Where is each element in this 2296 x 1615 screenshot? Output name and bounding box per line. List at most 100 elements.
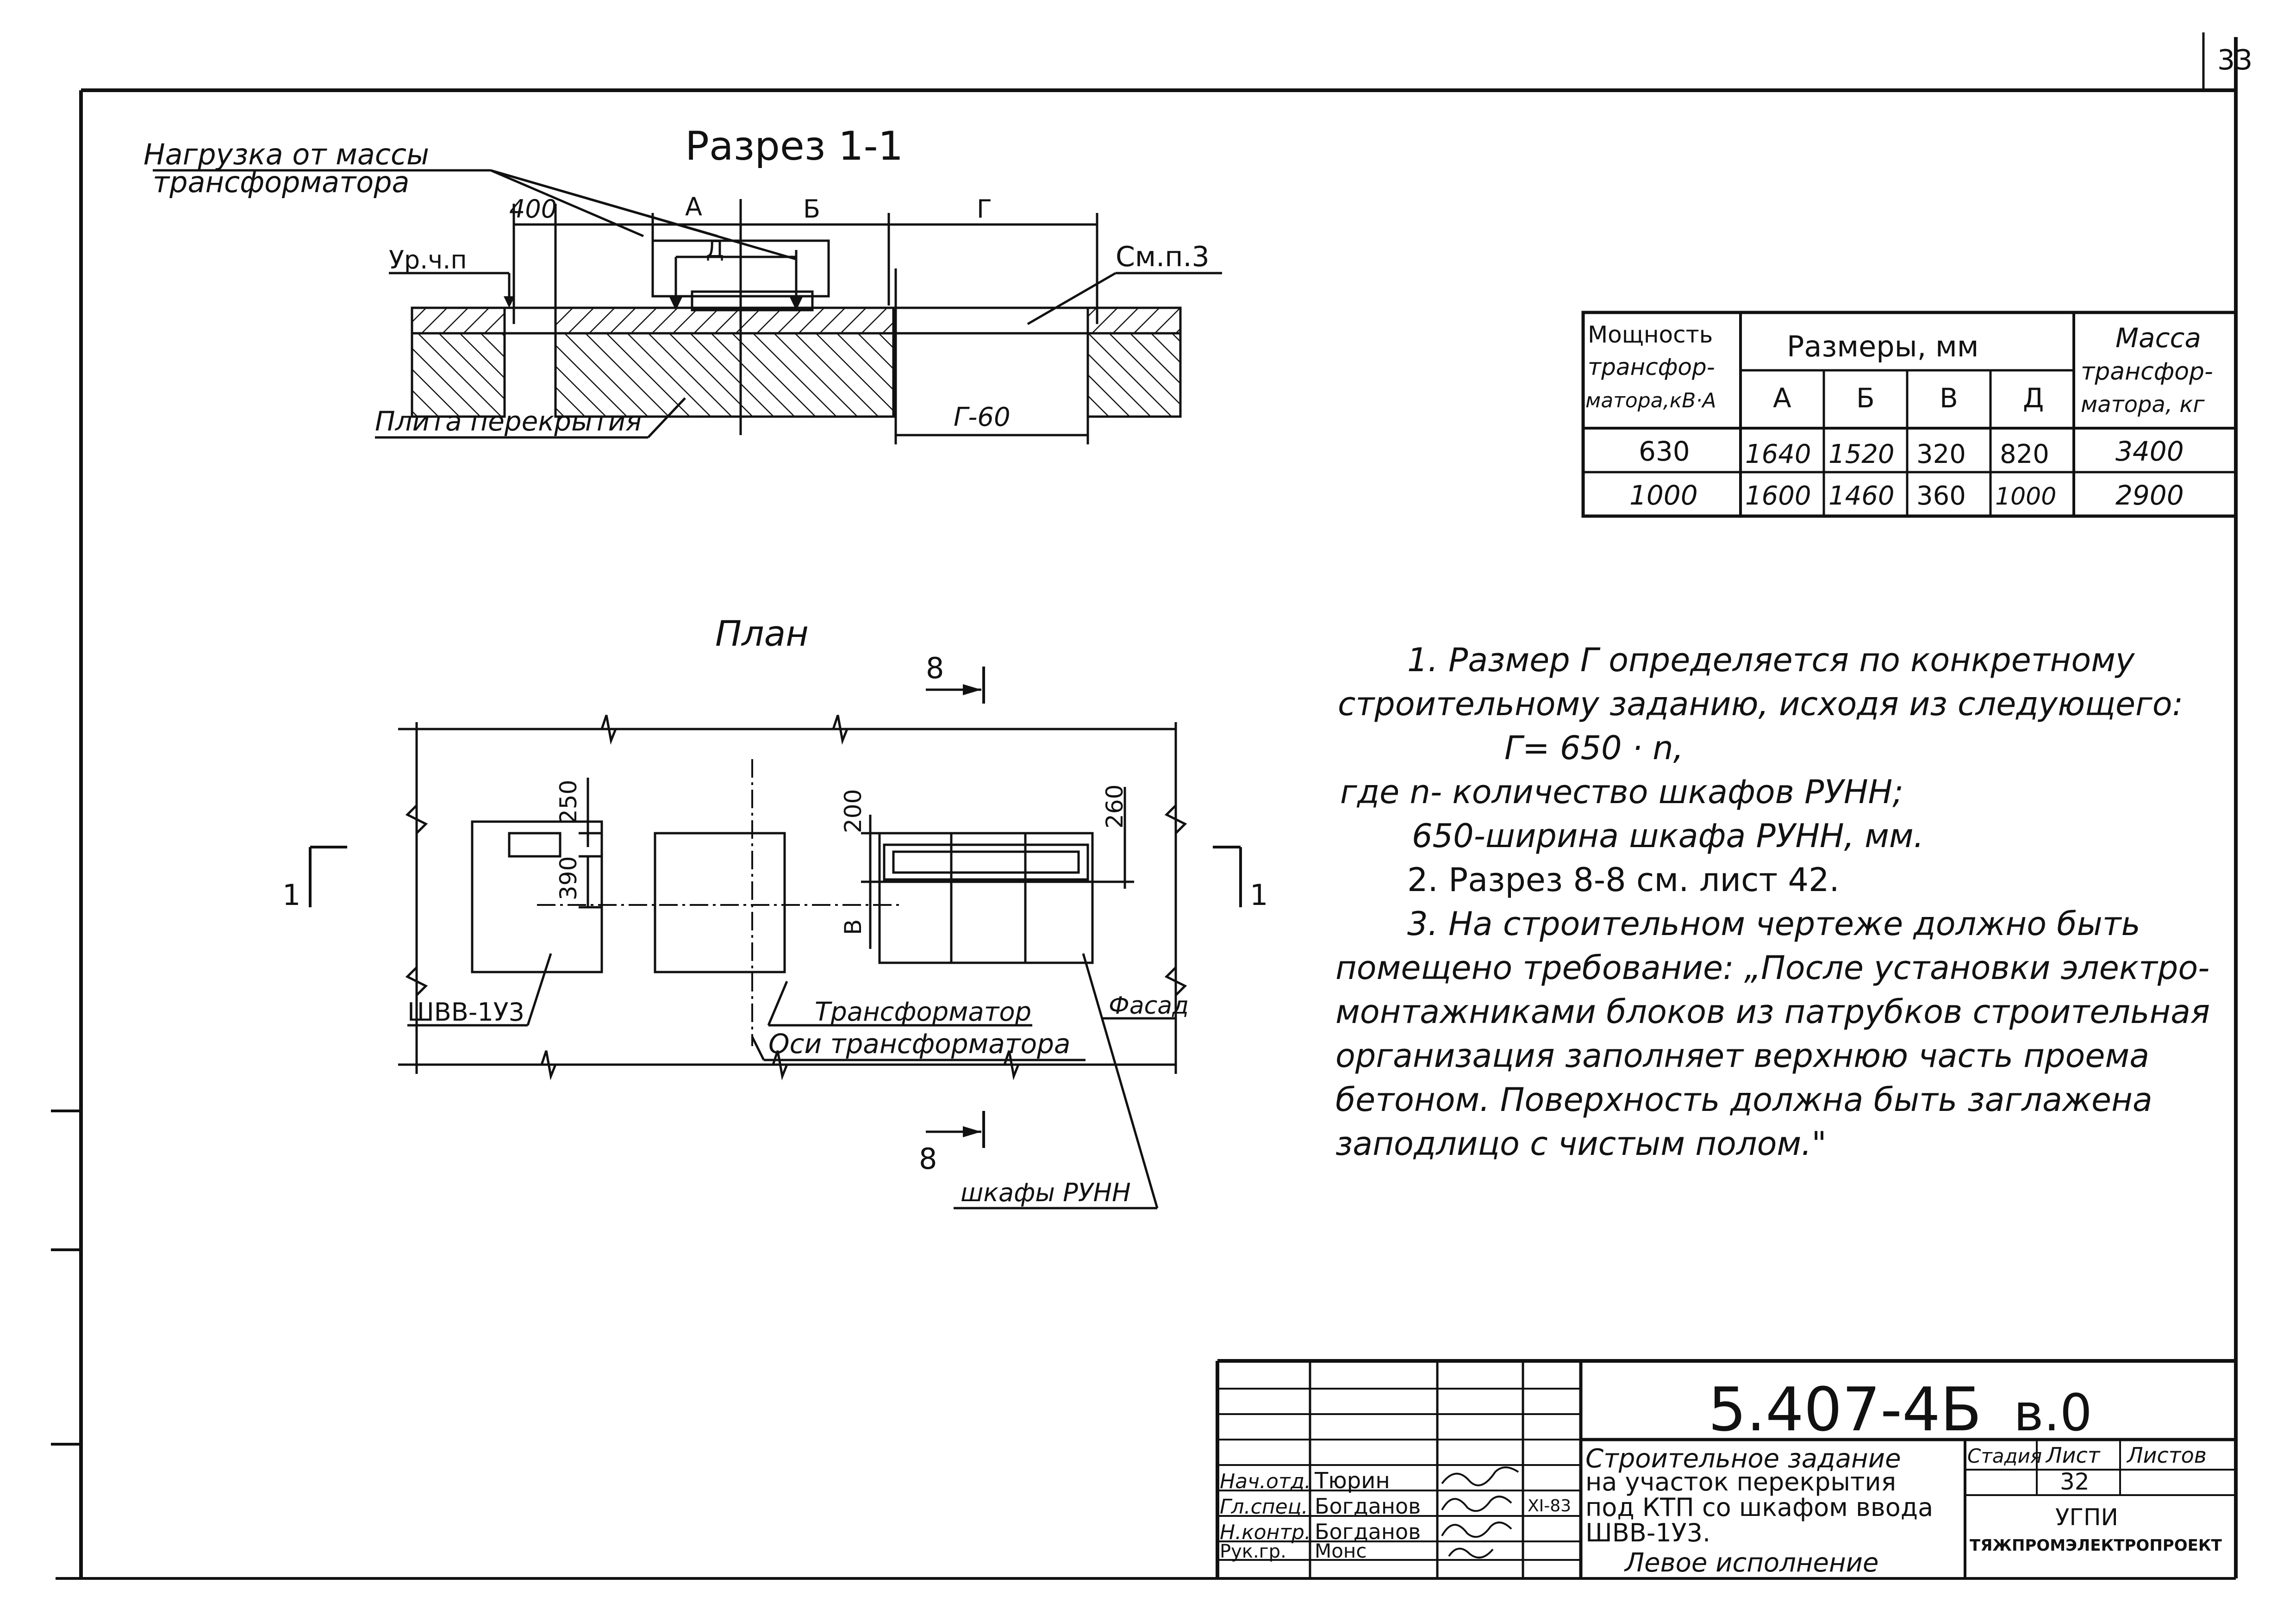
stamp-name-4: Монс [1315, 1540, 1367, 1562]
table-row: 630 1640 1520 320 820 3400 [1639, 436, 2184, 469]
note-1-formula: Г= 650 · n, [1504, 729, 1684, 767]
cell-a: 1640 [1745, 439, 1811, 469]
note-3-line-1: 3. На строительном чертеже должно быть [1407, 905, 2140, 943]
note-1-line-3: где n- количество шкафов РУНН; [1340, 773, 1903, 811]
th-power-l2: трансфор- [1588, 354, 1715, 380]
stamp-role-2: Гл.спец. [1220, 1495, 1308, 1519]
floor-level-label: Ур.ч.п [389, 245, 467, 274]
sheet-frame [51, 32, 2238, 1580]
dim-390: 390 [555, 856, 582, 900]
plan-view: План 8 8 1 1 [282, 613, 1268, 1210]
cut-8-top-label: 8 [926, 651, 944, 685]
slab-label: Плита перекрытия [375, 405, 642, 437]
note-1-line-2: строительному заданию, исходя из следующ… [1338, 685, 2183, 723]
th-power-l3: матора,кВ·А [1585, 389, 1716, 412]
th-b: Б [1856, 382, 1875, 414]
section-1-1: Разрез 1-1 Нагрузка от массы трансформат… [144, 123, 1222, 444]
dim-v: В [840, 919, 867, 935]
stamp-org-l2: ТЯЖПРОМЭЛЕКТРОПРОЕКТ [1970, 1536, 2222, 1555]
cell-d: 1000 [1995, 483, 2056, 511]
stamp-sheet-value: 32 [2060, 1468, 2090, 1495]
note-3-line-4: организация заполняет верхнюю часть прое… [1335, 1037, 2149, 1075]
th-mass-l1: Масса [2115, 322, 2201, 354]
note-3-line-2: помещено требование: „После установки эл… [1335, 949, 2209, 987]
cell-mass: 3400 [2115, 436, 2184, 467]
note-3-line-3: монтажниками блоков из патрубков строите… [1335, 993, 2210, 1031]
doc-code: 5.407-4Б [1708, 1374, 1982, 1445]
stamp-role-4: Рук.гр. [1220, 1541, 1286, 1562]
dim-b: Б [803, 194, 820, 224]
th-mass-l3: матора, кг [2081, 392, 2205, 418]
shvv-cabinet-plan [471, 778, 603, 973]
th-sizes: Размеры, мм [1787, 330, 1979, 363]
cell-mass: 2900 [2115, 480, 2184, 511]
doc-issue: в.0 [2014, 1383, 2092, 1442]
floor-level-arrow [504, 296, 515, 308]
notes-block: 1. Размер Г определяется по конкретному … [1335, 641, 2210, 1163]
stamp-name-2: Богданов [1315, 1494, 1421, 1519]
stamp-col-sheet: Лист [2045, 1443, 2101, 1468]
note-2: 2. Разрез 8-8 см. лист 42. [1407, 861, 1840, 899]
note-3-line-6: заподлицо с чистым полом." [1335, 1125, 1827, 1163]
section-title: Разрез 1-1 [685, 123, 903, 169]
dim-g: Г [977, 194, 992, 224]
stamp-col-stage: Стадия [1967, 1445, 2042, 1467]
stamp-title-l4: ШВВ-1У3. [1585, 1518, 1710, 1547]
runn-cabinets-plan [861, 787, 1134, 964]
transformer-axes [537, 759, 900, 1046]
floor-slab [411, 306, 1182, 418]
plan-slab-outline [398, 715, 1187, 1080]
note-1-line-1: 1. Размер Г определяется по конкретному [1407, 641, 2135, 679]
dim-260: 260 [1101, 785, 1128, 829]
transformer-plan [654, 832, 786, 973]
stamp-role-1: Нач.отд. [1220, 1470, 1311, 1493]
th-v: В [1940, 382, 1958, 414]
stamp-title-l2: на участок перекрытия [1585, 1467, 1896, 1497]
signatures [1441, 1466, 1519, 1559]
th-power-l1: Мощность [1588, 321, 1713, 348]
stamp-org-l1: УГПИ [2055, 1504, 2118, 1531]
cell-b: 1520 [1828, 439, 1895, 469]
cut-1-right-label: 1 [1250, 878, 1268, 912]
plan-title: План [715, 613, 809, 654]
stamp-col-sheets: Листов [2126, 1443, 2207, 1468]
cell-a: 1600 [1745, 481, 1811, 511]
runn-cabinets-label: шкафы РУНН [961, 1178, 1131, 1207]
cut-1-left-label: 1 [282, 878, 300, 912]
table-row: 1000 1600 1460 360 1000 2900 [1629, 480, 2184, 511]
th-a: А [1773, 382, 1791, 414]
dim-a: А [685, 192, 702, 221]
stamp-name-1: Тюрин [1314, 1468, 1390, 1494]
title-block: 5.407-4Б в.0 Строительное задание на уча… [1216, 1359, 2236, 1578]
stamp-title-l5: Левое исполнение [1624, 1548, 1878, 1578]
stamp-date-2: XI-83 [1528, 1497, 1571, 1515]
axes-label: Оси трансформатора [768, 1028, 1070, 1060]
note-1-line-4: 650-ширина шкафа РУНН, мм. [1412, 817, 1924, 855]
page-number: 33 [2217, 44, 2252, 76]
stamp-title-l1: Строительное задание [1585, 1444, 1901, 1474]
cell-v: 360 [1916, 481, 1966, 511]
stamp-name-3: Богданов [1315, 1519, 1421, 1544]
dimensions-table: Мощность трансфор- матора,кВ·А Размеры, … [1581, 311, 2238, 518]
cut-8-bottom-label: 8 [919, 1142, 937, 1176]
facade-label: Фасад [1109, 992, 1189, 1020]
dim-g60: Г-60 [954, 402, 1011, 432]
th-mass-l2: трансфор- [2081, 358, 2213, 386]
stamp-role-3: Н.контр. [1220, 1521, 1311, 1544]
cell-b: 1460 [1828, 481, 1895, 511]
transformer-label: Трансформатор [815, 997, 1031, 1027]
th-d: Д [2023, 382, 2044, 414]
dim-200: 200 [840, 789, 867, 833]
load-label-line1: Нагрузка от массы [144, 137, 429, 171]
note-3-line-5: бетоном. Поверхность должна быть заглаже… [1335, 1081, 2152, 1119]
transformer-section-outline [651, 239, 830, 312]
cell-d: 820 [2000, 439, 2049, 469]
see-note-label: См.п.3 [1116, 241, 1210, 273]
shvv-label: ШВВ-1У3 [407, 998, 524, 1027]
cell-power: 1000 [1629, 480, 1698, 511]
cell-v: 320 [1916, 439, 1966, 469]
dim-250: 250 [555, 780, 582, 824]
stamp-title-l3: под КТП со шкафом ввода [1585, 1493, 1933, 1522]
